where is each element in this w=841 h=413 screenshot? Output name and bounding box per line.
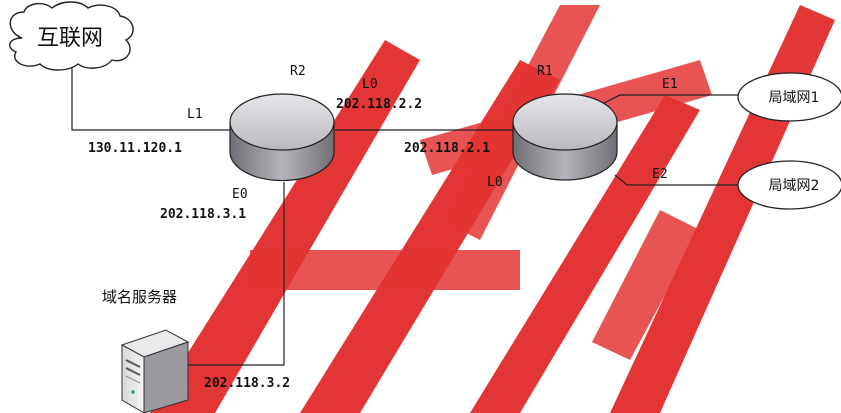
link-internet-r2	[71, 68, 232, 131]
link-r2-dns	[188, 182, 285, 366]
r2-l1-name: L1	[187, 107, 203, 122]
r1-l0-ip: 202.118.2.1	[404, 141, 490, 156]
watermark	[150, 5, 835, 413]
dns-server-ip: 202.118.3.2	[204, 376, 290, 391]
links	[71, 68, 738, 366]
lan-2-label: 局域网2	[769, 178, 820, 194]
internet-cloud: 互联网	[9, 1, 134, 71]
router-r2	[229, 93, 335, 182]
r2-e0-name: E0	[232, 187, 248, 202]
lan-2: 局域网2	[737, 160, 841, 210]
router-r1-name: R1	[537, 64, 553, 79]
link-r1-lan1	[599, 94, 738, 106]
r2-l0-name: L0	[362, 77, 378, 92]
r1-e1-name: E1	[662, 77, 678, 92]
dns-server-label: 域名服务器	[102, 288, 177, 306]
router-r2-name: R2	[290, 64, 306, 79]
link-r1-lan2	[614, 174, 738, 186]
r2-l1-ip: 130.11.120.1	[88, 141, 182, 156]
lan-1: 局域网1	[737, 72, 841, 122]
r1-e2-name: E2	[652, 167, 668, 182]
r1-l0-name: L0	[487, 175, 503, 190]
dns-server-icon	[120, 329, 190, 413]
lan-1-label: 局域网1	[769, 90, 820, 106]
router-r1	[512, 93, 618, 181]
r2-l0-ip: 202.118.2.2	[336, 97, 422, 112]
r2-e0-ip: 202.118.3.1	[160, 207, 246, 222]
internet-label: 互联网	[37, 26, 103, 51]
